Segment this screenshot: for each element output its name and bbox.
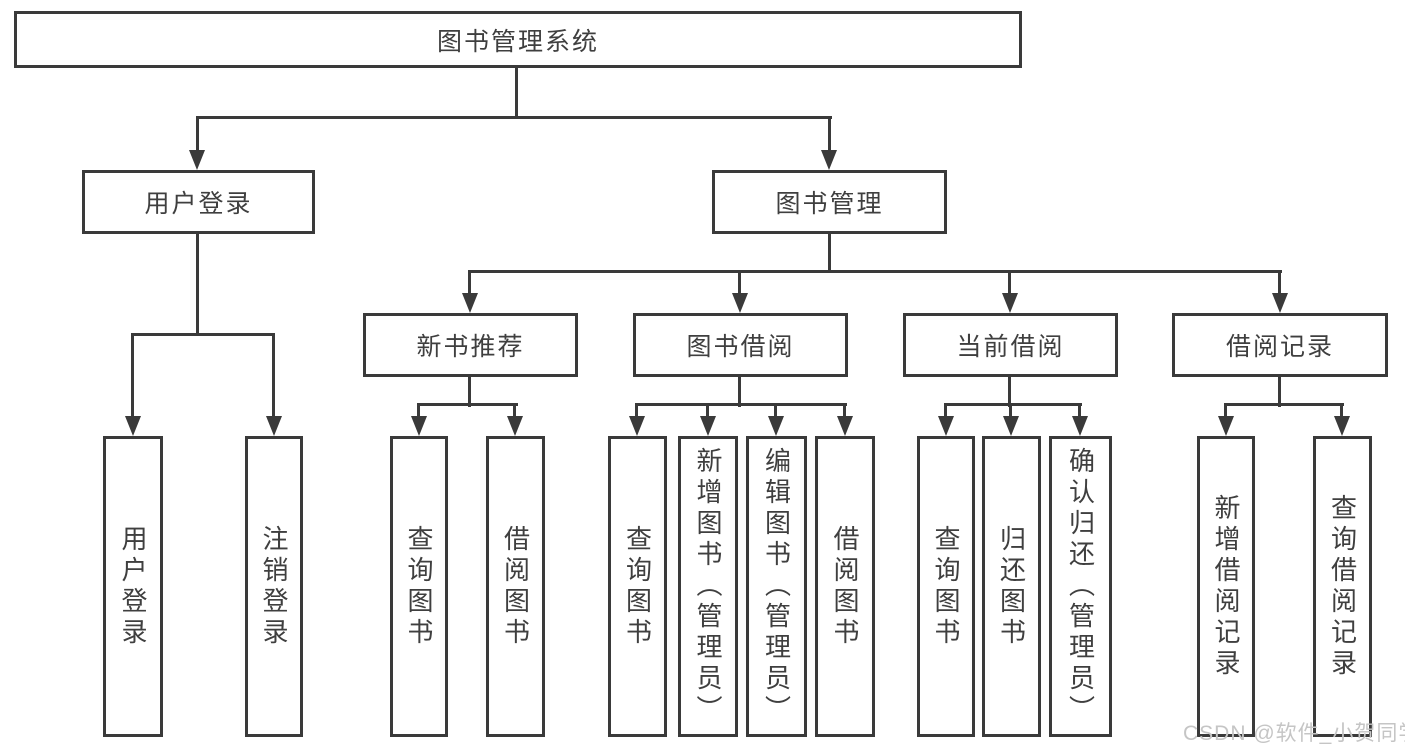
node-label: 当前借阅 (956, 333, 1065, 361)
arrow-down-icon (1003, 416, 1019, 436)
node-query-books-recommend: 查询图书 (390, 436, 448, 737)
arrow-down-icon (462, 293, 478, 313)
node-query-books-current: 查询图书 (917, 436, 975, 737)
node-borrow-books-recommend: 借阅图书 (486, 436, 545, 737)
connector-line (513, 403, 516, 418)
connector-line (1224, 403, 1344, 406)
arrow-down-icon (629, 416, 645, 436)
node-user-login: 用户登录 (82, 170, 315, 234)
connector-line (1008, 377, 1011, 407)
node-library-management-system: 图书管理系统 (14, 11, 1022, 68)
arrow-down-icon (507, 416, 523, 436)
node-label: 查询借阅记录 (1327, 493, 1358, 680)
arrow-down-icon (1002, 293, 1018, 313)
node-label: 图书借阅 (686, 333, 795, 361)
connector-line (1224, 403, 1227, 418)
connector-line (272, 333, 275, 418)
watermark: CSDN @软件_小贺同学 (1183, 722, 1405, 745)
node-label: 用户登录 (118, 524, 148, 649)
node-edit-books-admin: 编辑图书（管理员） (746, 436, 807, 737)
connector-line (635, 403, 847, 406)
node-confirm-return-admin: 确认归还（管理员） (1049, 436, 1112, 737)
arrow-down-icon (837, 416, 853, 436)
arrow-down-icon (1272, 293, 1288, 313)
connector-line (468, 270, 1282, 273)
node-label: 查询图书 (404, 524, 434, 649)
node-label: 用户登录 (144, 190, 253, 218)
node-label: 借阅记录 (1225, 333, 1334, 361)
connector-line (1340, 403, 1343, 418)
connector-line (515, 67, 518, 118)
node-label: 借阅图书 (500, 524, 531, 649)
node-label: 确认归还（管理员） (1065, 447, 1096, 726)
connector-line (417, 403, 518, 406)
arrow-down-icon (768, 416, 784, 436)
connector-line (196, 234, 199, 335)
arrow-down-icon (411, 416, 427, 436)
arrow-down-icon (266, 416, 282, 436)
arrow-down-icon (1218, 416, 1234, 436)
node-label: 新增借阅记录 (1211, 493, 1241, 680)
connector-line (468, 377, 471, 407)
connector-line (131, 333, 275, 336)
arrow-down-icon (189, 150, 205, 170)
node-logout-login: 注销登录 (245, 436, 303, 737)
arrow-down-icon (700, 416, 716, 436)
node-label: 新书推荐 (416, 333, 525, 361)
node-book-borrowing: 图书借阅 (633, 313, 848, 377)
arrow-down-icon (1072, 416, 1088, 436)
connector-line (1009, 403, 1012, 418)
arrow-down-icon (125, 416, 141, 436)
connector-line (1278, 270, 1281, 295)
connector-line (706, 403, 709, 418)
node-borrowing-records: 借阅记录 (1172, 313, 1388, 377)
connector-line (738, 377, 741, 407)
node-label: 注销登录 (259, 524, 289, 649)
connector-line (944, 403, 947, 418)
node-label: 查询图书 (931, 524, 961, 649)
node-label: 新增图书（管理员） (693, 447, 723, 726)
node-new-book-recommendation: 新书推荐 (363, 313, 578, 377)
connector-line (1008, 270, 1011, 295)
arrow-down-icon (938, 416, 954, 436)
connector-line (1078, 403, 1081, 418)
node-borrow-books: 借阅图书 (815, 436, 875, 737)
node-query-books-borrow: 查询图书 (608, 436, 667, 737)
connector-line (417, 403, 420, 418)
node-label: 查询图书 (622, 524, 653, 649)
connector-line (828, 116, 831, 153)
connector-line (1278, 377, 1281, 407)
connector-line (196, 116, 832, 119)
node-add-books-admin: 新增图书（管理员） (678, 436, 738, 737)
node-label: 借阅图书 (830, 524, 860, 649)
node-user-login-leaf: 用户登录 (103, 436, 163, 737)
connector-line (843, 403, 846, 418)
connector-line (635, 403, 638, 418)
node-label: 归还图书 (996, 524, 1027, 649)
node-book-management: 图书管理 (712, 170, 947, 234)
connector-line (774, 403, 777, 418)
connector-line (131, 333, 134, 418)
node-query-borrow-record: 查询借阅记录 (1313, 436, 1372, 737)
connector-line (944, 403, 1082, 406)
node-add-borrow-record: 新增借阅记录 (1197, 436, 1255, 737)
node-current-borrowing: 当前借阅 (903, 313, 1118, 377)
arrow-down-icon (821, 150, 837, 170)
connector-line (468, 270, 471, 295)
connector-line (738, 270, 741, 295)
arrow-down-icon (732, 293, 748, 313)
node-label: 图书管理 (775, 190, 884, 218)
node-return-books: 归还图书 (982, 436, 1041, 737)
node-label: 图书管理系统 (436, 27, 599, 56)
node-label: 编辑图书（管理员） (761, 447, 792, 726)
arrow-down-icon (1334, 416, 1350, 436)
connector-line (828, 233, 831, 272)
connector-line (196, 116, 199, 153)
